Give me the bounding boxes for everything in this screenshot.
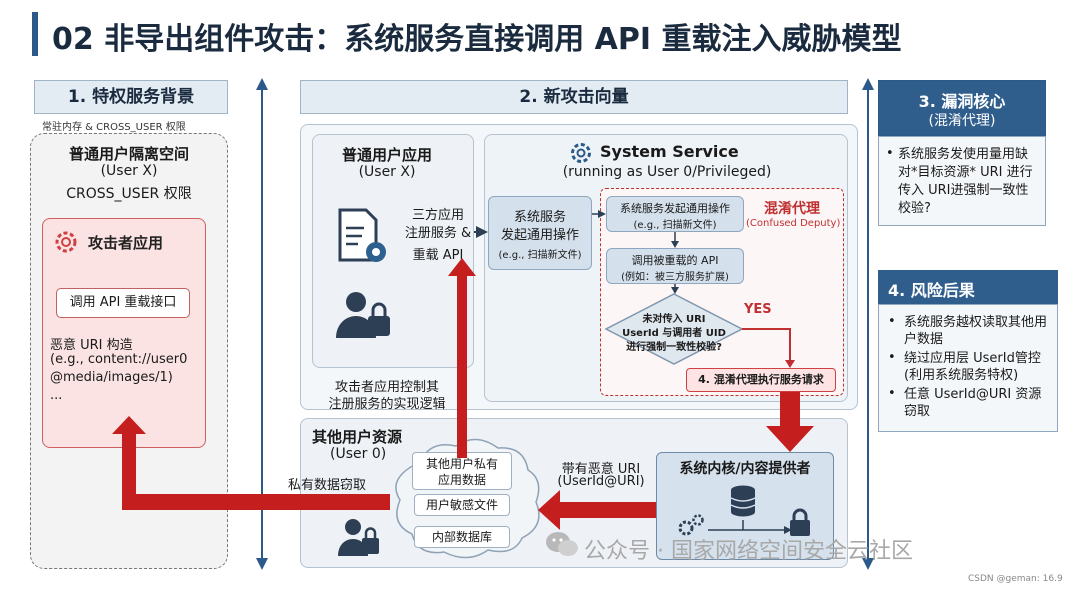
sec4-header-box (878, 270, 1058, 304)
decision-line2: UserId 与调用者 UID (622, 328, 726, 339)
malicious-uri-2: (UserId@URI) (557, 474, 645, 489)
cloud-1a: 其他用户私有 (425, 457, 498, 471)
gears-icon (678, 514, 704, 536)
confused-title: 混淆代理 (764, 201, 820, 217)
normal-app-title: 普通用户应用 (341, 146, 432, 164)
attacker-control-1: 攻击者应用控制其 (334, 380, 439, 395)
title-accent-bar (32, 12, 38, 56)
sec4-header: 4. 风险后果 (888, 281, 975, 300)
other-title: 其他用户资源 (312, 428, 403, 446)
user-lock-icon (338, 519, 379, 556)
malicious-uri-1: 带有恶意 URI (561, 462, 641, 477)
step1-line2: (e.g., 扫描新文件) (633, 220, 717, 231)
sec1-header: 1. 特权服务背景 (34, 80, 228, 114)
sys-op-box (488, 196, 592, 270)
sec2-header: 2. 新攻击向量 (300, 80, 848, 114)
gear-icon (55, 231, 77, 253)
uri-line1: 恶意 URI 构造 (50, 338, 133, 353)
sec3-bullet: • (886, 146, 894, 161)
sec4-item-3: 任意 UserId@URI 资源窃取 (904, 387, 1042, 419)
sec3-header-box (878, 80, 1046, 136)
sec3-header: 3. 漏洞核心 (918, 92, 1006, 111)
decision-diamond (604, 293, 744, 365)
uri-line4: ... (50, 388, 63, 403)
attacker-control-2: 注册服务的实现逻辑 (328, 397, 446, 412)
sys-op-1: 系统服务 (513, 210, 566, 225)
credit: CSDN @geman: 16.9 (968, 574, 1063, 584)
yes-label: YES (744, 302, 772, 317)
other-user: (User 0) (330, 446, 387, 462)
sec4-item-1: 系统服务越权读取其他用户数据 (904, 315, 1048, 347)
normal-app-user: (User X) (358, 164, 416, 180)
cloud-item-internal-db: 内部数据库 (414, 526, 510, 548)
step2-box (606, 248, 744, 284)
cloud-1b: 应用数据 (437, 473, 486, 487)
sec3-body-box (878, 136, 1046, 226)
sec4-item-2: 绕过应用层 UserId管控 (利用系统服务特权) (904, 351, 1041, 383)
user-lock-icon (336, 292, 390, 338)
register-line1: 三方应用 (411, 208, 464, 223)
page-title: 02 非导出组件攻击：系统服务直接调用 API 重载注入威胁模型 (52, 22, 902, 57)
kernel-title: 系统内核/内容提供者 (679, 461, 811, 477)
space-perm: CROSS_USER 权限 (66, 186, 192, 202)
lock-icon (790, 508, 810, 536)
sys-op-3: (e.g., 扫描新文件) (498, 250, 582, 261)
attacker-app-title: 攻击者应用 (88, 234, 164, 252)
database-icon (730, 485, 756, 517)
sec4-body-box (878, 304, 1058, 432)
sec3-body: 系统服务发使用量用缺对*目标资源* URI 进行传入 URI进强制一致性校验? (898, 147, 1033, 216)
document-gear-icon (338, 208, 386, 262)
sec3-header-sub: (混淆代理) (928, 113, 996, 129)
cloud-item-sensitive-files: 用户敏感文件 (414, 494, 510, 516)
sys-op-2: 发起通用操作 (500, 228, 579, 243)
uri-line2: (e.g., content://user0 (50, 352, 188, 367)
step2-line1: 调用被重载的 API (631, 254, 719, 267)
system-service-title: System Service (600, 142, 739, 161)
watermark: 公众号 · 国家网络空间安全云社区 (584, 539, 913, 564)
kernel-flow-lines (708, 520, 792, 534)
call-api-box: 调用 API 重载接口 (56, 288, 190, 318)
decision-line1: 未对传入 URI (642, 314, 706, 325)
system-service-sub: (running as User 0/Privileged) (562, 164, 772, 180)
space-title: 普通用户隔离空间 (68, 145, 189, 163)
step4-box: 4. 混淆代理执行服务请求 (686, 368, 836, 392)
register-line2: 注册服务 & (404, 226, 472, 241)
sec4-bullet: • (888, 386, 896, 401)
decision-line3: 进行强制一致性校验? (626, 342, 722, 353)
step1-line1: 系统服务发起通用操作 (620, 202, 730, 215)
register-line3: 重载 API (412, 248, 464, 263)
step1-box (606, 196, 744, 232)
wechat-icon (546, 532, 578, 556)
confused-sub: (Confused Deputy) (746, 218, 841, 229)
uri-line3: @media/images/1) (50, 370, 173, 385)
sec1-note: 常驻内存 & CROSS_USER 权限 (42, 122, 186, 133)
gear-icon (571, 143, 591, 163)
private-steal-label: 私有数据窃取 (288, 478, 367, 493)
space-user: (User X) (100, 163, 158, 179)
sec4-bullet: • (888, 314, 896, 329)
step2-line2: (例如：被三方服务扩展) (621, 272, 729, 283)
sec4-bullet: • (888, 350, 896, 365)
